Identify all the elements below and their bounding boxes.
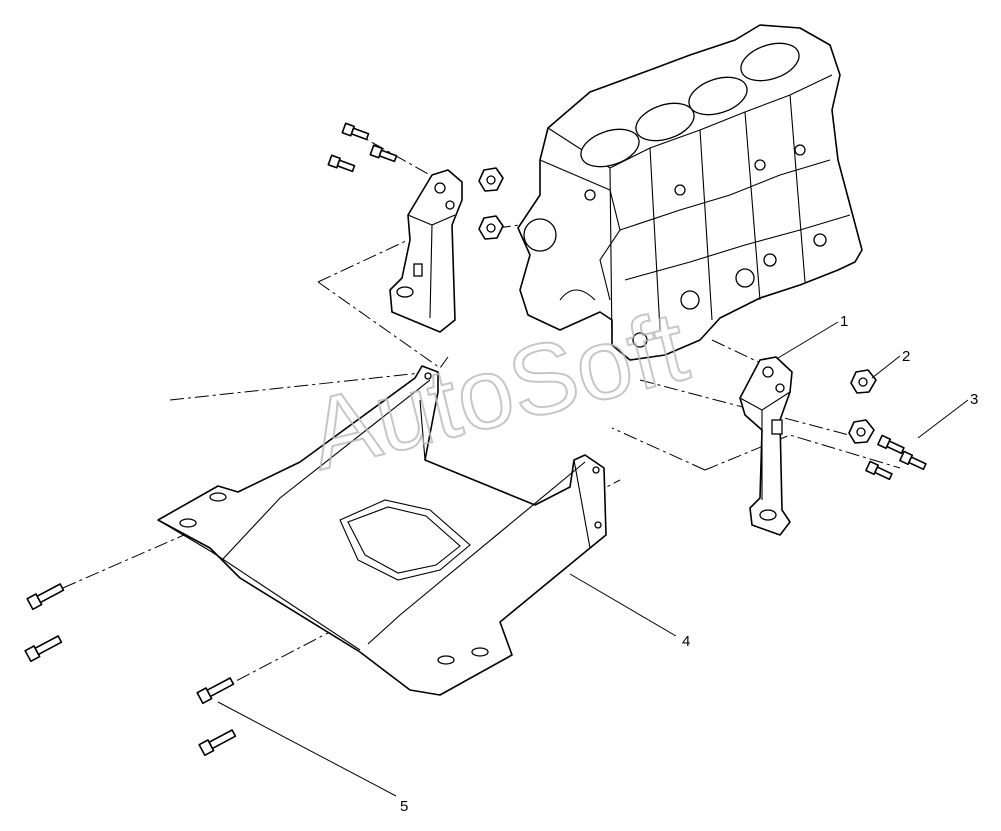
base-plate: [157, 365, 607, 696]
upper-left-bolts: [327, 122, 398, 173]
engine-block: [517, 24, 863, 361]
callout-1: 1: [840, 313, 848, 330]
callouts: 1 2 3 4 5: [400, 313, 978, 815]
lower-left-bolts: [24, 583, 237, 757]
callout-5: 5: [400, 798, 408, 815]
callout-2: 2: [902, 348, 910, 365]
right-nuts: [848, 369, 877, 444]
right-bolts: [865, 434, 927, 481]
right-mount-bracket: [739, 356, 793, 536]
upper-nuts: [478, 167, 504, 240]
watermark-text: AutoSoft: [298, 290, 698, 492]
left-mount-bracket: [389, 169, 463, 333]
callout-3: 3: [970, 391, 978, 408]
leader-lines: [217, 321, 969, 797]
callout-4: 4: [682, 633, 690, 650]
